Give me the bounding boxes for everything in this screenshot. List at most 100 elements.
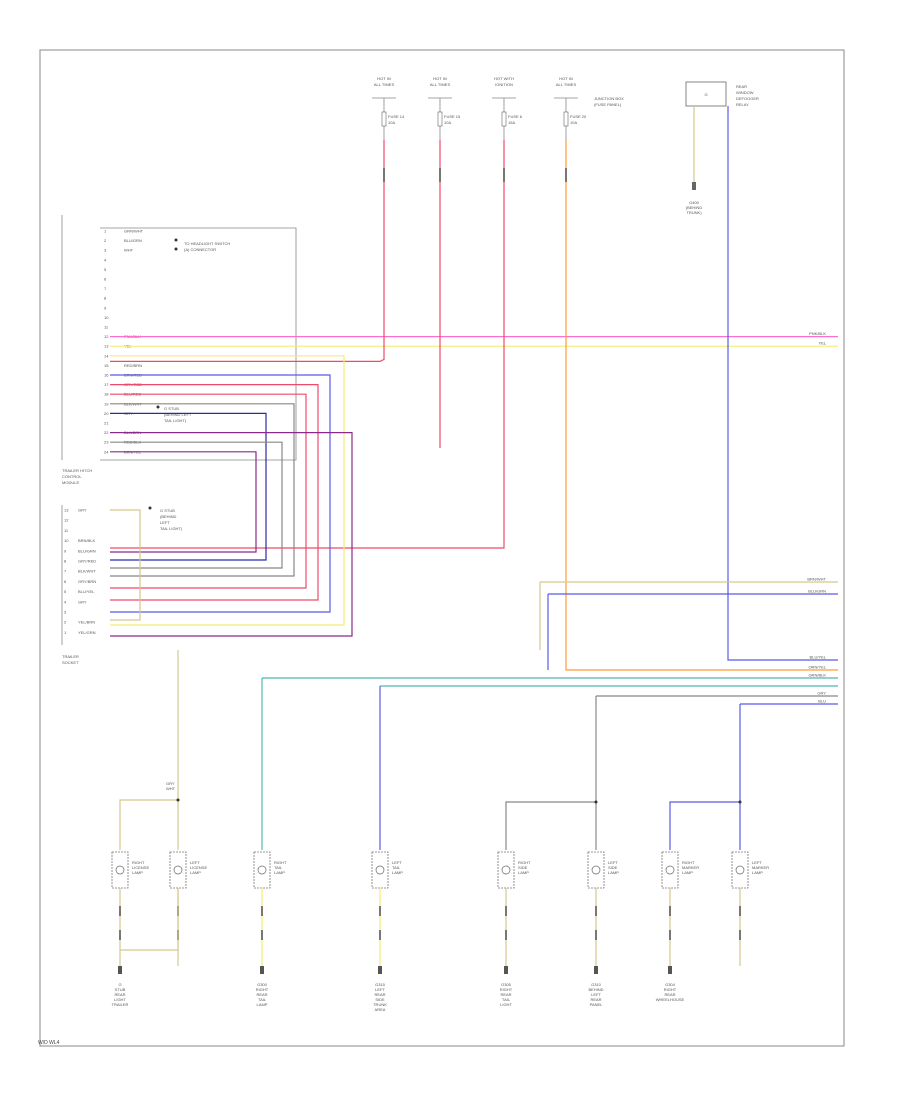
lamp-label: LICENSE bbox=[190, 865, 207, 870]
figure-id: W/D WL4 bbox=[38, 1040, 60, 1046]
wire-license-ground-link bbox=[120, 888, 179, 951]
splice-dot bbox=[174, 238, 178, 242]
lamp-label: SIDE bbox=[518, 865, 528, 870]
fuse-label: ALL TIMES bbox=[556, 82, 577, 87]
lamp-bulb-icon bbox=[665, 865, 675, 875]
fuse-rating: FUSE 15 bbox=[444, 114, 461, 119]
module-pin: 7 bbox=[104, 286, 107, 291]
ground-label: LIGHT bbox=[500, 1002, 512, 1007]
module-wire-label: GRN/WHT bbox=[124, 229, 144, 234]
wire-side-feed bbox=[505, 696, 597, 850]
lamp-label: LEFT bbox=[190, 860, 200, 865]
wire-blu-link bbox=[110, 374, 331, 613]
socket-note: TAIL LIGHT) bbox=[160, 526, 183, 531]
wire-violet-link2 bbox=[110, 451, 257, 553]
module-pin: 19 bbox=[104, 401, 109, 406]
socket-title: SOCKET bbox=[62, 660, 79, 665]
splice-dot bbox=[174, 247, 178, 251]
lamp-bulb-icon bbox=[375, 865, 385, 875]
ground-label: G300 bbox=[257, 982, 268, 987]
ground-label: TRAILER bbox=[112, 1002, 129, 1007]
wire-gry-link bbox=[110, 403, 295, 577]
ground-connector bbox=[378, 966, 382, 974]
module-note: TAIL LIGHT) bbox=[164, 418, 187, 423]
relay-pin: G bbox=[704, 92, 707, 97]
fuse-label: HOT WITH bbox=[494, 76, 514, 81]
relay-title: WINDOW bbox=[736, 90, 754, 95]
ground-label: REAR bbox=[114, 992, 125, 997]
fuse-icon bbox=[563, 111, 569, 127]
wire-tan-socket bbox=[110, 509, 141, 621]
connector-icon bbox=[383, 168, 385, 182]
connector-icon bbox=[503, 168, 505, 182]
fuse-rating: 10A bbox=[570, 120, 577, 125]
lamp-bulb-icon bbox=[115, 865, 125, 875]
ground-label: REAR bbox=[374, 992, 385, 997]
ground-connector bbox=[504, 966, 508, 974]
ground-label: (BEHIND bbox=[686, 205, 703, 210]
module-pin: 21 bbox=[104, 421, 109, 426]
module-pin: 9 bbox=[104, 305, 107, 310]
connector-icon bbox=[379, 906, 381, 916]
socket-pin: 3 bbox=[64, 610, 67, 615]
module-pin: 24 bbox=[104, 449, 109, 454]
ground-label: TRUNK bbox=[373, 1002, 387, 1007]
lamp-label: LEFT bbox=[752, 860, 762, 865]
module-note: G STUB bbox=[164, 406, 179, 411]
socket-title: TRAILER bbox=[62, 654, 79, 659]
ground-connector bbox=[668, 966, 672, 974]
lamp-label: LICENSE bbox=[132, 865, 149, 870]
right-edge-label: PNK/BLK bbox=[809, 331, 826, 336]
fuse-label: HOT IN bbox=[559, 76, 573, 81]
right-edge-label: BRN/WHT bbox=[807, 577, 826, 582]
wire-violet-link bbox=[110, 432, 353, 637]
module-pin: 23 bbox=[104, 440, 109, 445]
ground-label: BEHIND bbox=[588, 987, 603, 992]
ground-connector bbox=[692, 182, 696, 190]
fuse-panel-note: JUNCTION BOX bbox=[594, 96, 624, 101]
module-pin: 6 bbox=[104, 277, 107, 282]
lamp-bulb-icon bbox=[173, 865, 183, 875]
socket-wire-label: BLK/WHT bbox=[78, 569, 96, 574]
fuse-rating: 10A bbox=[444, 120, 451, 125]
ground-label: G bbox=[118, 982, 121, 987]
lamp-label: TAIL bbox=[392, 865, 401, 870]
lamp-label: LAMP bbox=[190, 870, 201, 875]
module-pin: 17 bbox=[104, 382, 109, 387]
connector-icon bbox=[565, 168, 567, 182]
fuse-rating: 15A bbox=[508, 120, 515, 125]
connector-icon bbox=[505, 930, 507, 940]
socket-wire-label: BLU/GRN bbox=[78, 548, 96, 553]
wire-dkblu-link bbox=[110, 412, 267, 561]
ground-label: G400 bbox=[689, 200, 700, 205]
connector-icon bbox=[119, 930, 121, 940]
ground-label: SIDE bbox=[375, 997, 385, 1002]
module-outline bbox=[100, 227, 297, 461]
diagram-border bbox=[39, 49, 845, 1047]
right-edge-label: BLU/GRN bbox=[808, 589, 826, 594]
connector-icon bbox=[119, 906, 121, 916]
module-pin: 4 bbox=[104, 257, 107, 262]
module-pin: 16 bbox=[104, 373, 109, 378]
ground-label: TRUNK) bbox=[686, 210, 702, 215]
ground-connector bbox=[260, 966, 264, 974]
relay-title: REAR bbox=[736, 84, 747, 89]
relay-title: DEFOGGER bbox=[736, 96, 759, 101]
module-title: MODULE bbox=[62, 480, 79, 485]
module-note: TO HEADLIGHT SWITCH bbox=[184, 241, 230, 246]
module-wire-label: BLU/GRN bbox=[124, 238, 142, 243]
drop-label: WHT bbox=[166, 786, 176, 791]
wire-relay-blue bbox=[727, 106, 838, 661]
module-wire-label: WHT bbox=[124, 248, 134, 253]
socket-pin: 13 bbox=[64, 508, 69, 513]
right-edge-label: BLU bbox=[818, 699, 826, 704]
ground-label: LAMP bbox=[257, 1002, 268, 1007]
